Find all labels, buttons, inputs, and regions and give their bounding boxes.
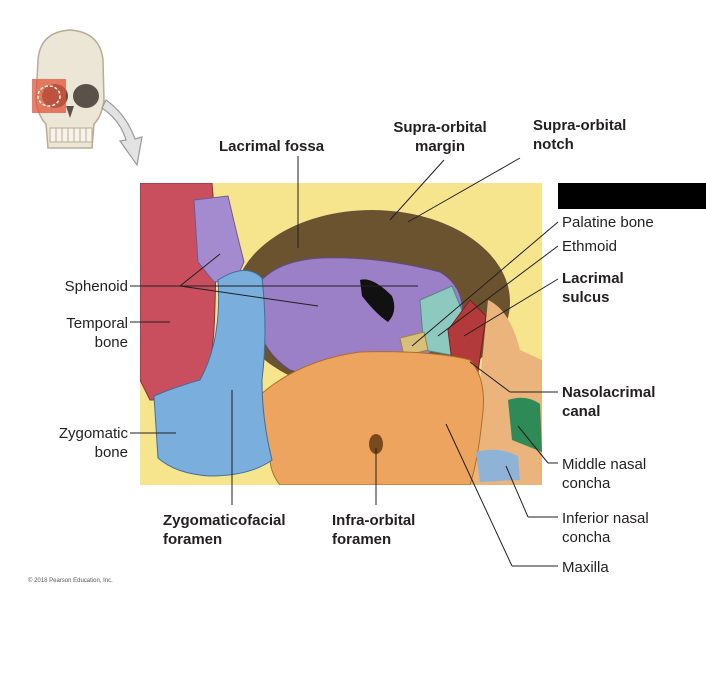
zoom-arrow-icon <box>101 99 143 167</box>
label-nasolacrimal-canal-line2: canal <box>562 403 601 420</box>
label-infra-orbital-foramen: Infra-orbital foramen <box>332 511 415 549</box>
label-maxilla: Maxilla <box>562 559 609 576</box>
redaction-box <box>558 183 706 209</box>
label-zygomaticofacial-foramen-line2: foramen <box>163 531 223 548</box>
label-lacrimal-sulcus: Lacrimal sulcus <box>562 269 624 307</box>
label-nasolacrimal-canal-line1: Nasolacrimal <box>562 384 656 401</box>
infra-orbital-foramen-shape <box>369 434 383 454</box>
label-middle-nasal-concha: Middle nasal concha <box>562 455 646 493</box>
label-lacrimal-sulcus-line1: Lacrimal <box>562 270 624 287</box>
label-zygomaticofacial-foramen: Zygomaticofacial foramen <box>163 511 286 549</box>
zygomatic-bone-shape <box>153 270 273 477</box>
label-temporal-bone: Temporal bone <box>20 314 128 352</box>
label-infra-orbital-foramen-line1: Infra-orbital <box>332 512 416 529</box>
label-lacrimal-fossa: Lacrimal fossa <box>219 138 325 155</box>
label-nasolacrimal-canal: Nasolacrimal canal <box>562 383 655 421</box>
label-lacrimal-sulcus-line2: sulcus <box>562 289 610 306</box>
leader-lines <box>130 156 559 567</box>
middle-concha-shape <box>508 397 542 452</box>
skull-thumbnail-icon <box>32 29 105 149</box>
label-supra-orbital-notch-line1: Supra-orbital <box>533 117 627 134</box>
inferior-concha-shape <box>476 449 520 482</box>
label-supra-orbital-margin-line1: Supra-orbital <box>393 119 487 136</box>
copyright-notice: © 2018 Pearson Education, Inc. <box>28 578 113 584</box>
label-supra-orbital-margin: Supra-orbital margin <box>372 118 508 156</box>
label-zygomaticofacial-foramen-line1: Zygomaticofacial <box>163 512 286 529</box>
label-inferior-nasal-concha-line2: concha <box>562 529 611 546</box>
label-palatine-bone: Palatine bone <box>562 214 654 231</box>
label-zygomatic-bone: Zygomatic bone <box>20 424 128 462</box>
label-temporal-bone-line2: bone <box>94 334 128 351</box>
label-middle-nasal-concha-line2: concha <box>562 475 611 492</box>
label-middle-nasal-concha-line1: Middle nasal <box>562 456 647 473</box>
maxilla-shape <box>259 351 484 485</box>
label-supra-orbital-margin-line2: margin <box>414 138 465 155</box>
label-infra-orbital-foramen-line2: foramen <box>332 531 392 548</box>
label-zygomatic-bone-line1: Zygomatic <box>58 425 128 442</box>
label-supra-orbital-notch-line2: notch <box>533 136 574 153</box>
label-inferior-nasal-concha: Inferior nasal concha <box>562 509 649 547</box>
superior-orbital-fissure <box>360 279 395 322</box>
label-inferior-nasal-concha-line1: Inferior nasal <box>562 510 649 527</box>
label-temporal-bone-line1: Temporal <box>66 315 128 332</box>
label-ethmoid: Ethmoid <box>562 238 618 255</box>
label-zygomatic-bone-line2: bone <box>94 444 128 461</box>
label-sphenoid: Sphenoid <box>64 278 128 295</box>
label-supra-orbital-notch: Supra-orbital notch <box>533 116 626 154</box>
